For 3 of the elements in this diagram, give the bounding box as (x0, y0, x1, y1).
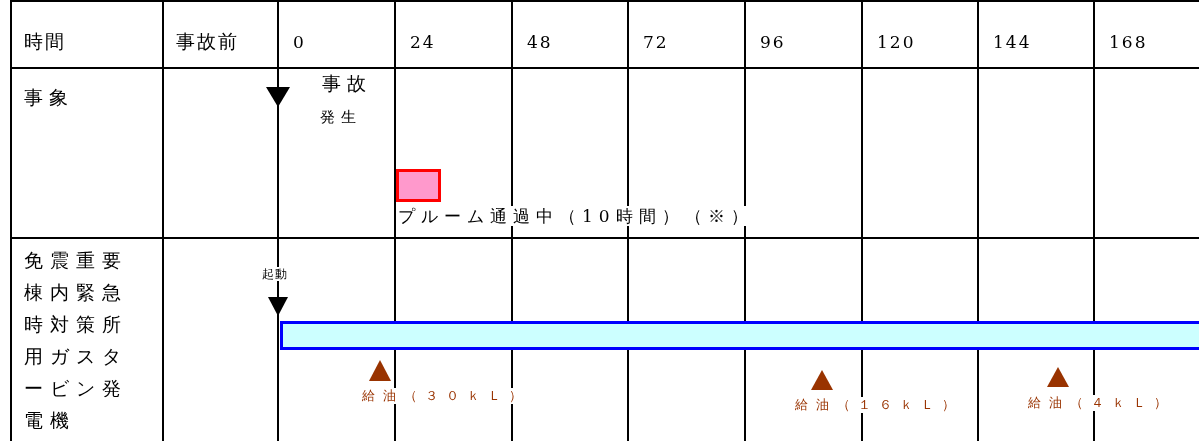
event-label: 起動 (262, 267, 288, 282)
header-cell: 事故前 (176, 30, 239, 53)
header-cell: 時間 (24, 30, 66, 53)
